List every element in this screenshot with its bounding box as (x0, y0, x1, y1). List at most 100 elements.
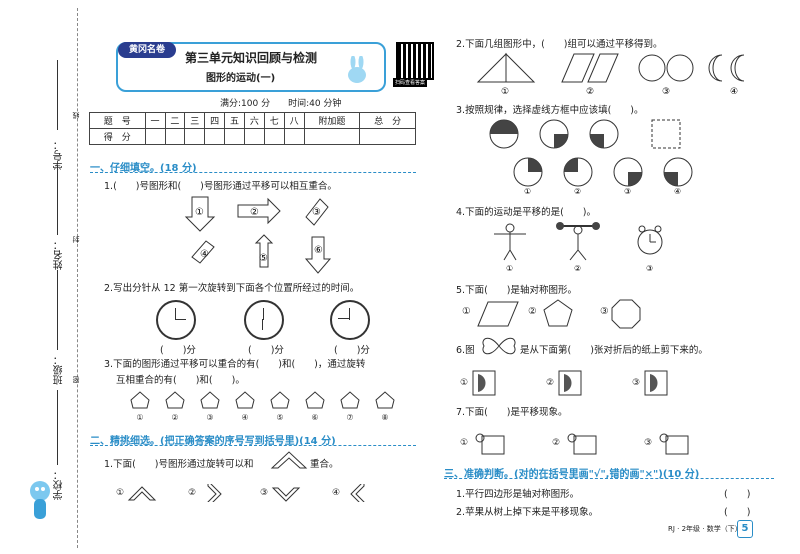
picture-option: ⑥ (303, 390, 327, 422)
section-1-title: 一、仔细填空。(18 分) (90, 163, 197, 174)
option-4: ④ (332, 484, 373, 502)
paper-label: ③ (632, 378, 641, 388)
picture-label: ① (136, 413, 144, 422)
picture-option: ① (128, 390, 152, 422)
score-header-cell: 五 (224, 112, 245, 129)
option-1: ① (116, 484, 157, 502)
score-cell[interactable] (144, 128, 166, 145)
option-label: ① (116, 488, 125, 498)
class-label: 班级： (54, 355, 65, 385)
pie-label-2: ② (574, 187, 581, 194)
score-cell[interactable] (164, 128, 186, 145)
picture-label: ② (171, 413, 179, 422)
judge-1-answer[interactable]: ( ) (724, 489, 751, 500)
translation-label: ① (460, 438, 469, 448)
score-cell[interactable] (244, 128, 265, 145)
shape-label-2: ② (250, 207, 259, 218)
pair-label-2: ② (586, 87, 594, 94)
score-row-label: 得 分 (89, 128, 146, 145)
pair-label-3: ③ (662, 87, 670, 94)
name-line (57, 165, 58, 235)
score-header-cell: 总 分 (359, 112, 416, 129)
picture-label: ⑥ (311, 413, 319, 422)
motion-label-2: ② (574, 264, 581, 272)
question-10: 7.下面( )是平移现象。 (456, 407, 568, 418)
folded-paper-icon (558, 370, 582, 396)
score-header-row: 题 号一二三四五六七八附加题总 分 (89, 112, 416, 129)
judge-2-answer[interactable]: ( ) (724, 507, 751, 518)
question-7: 4.下面的运动是平移的是( )。 (456, 207, 596, 218)
question-9-start: 6.图 (456, 345, 475, 356)
question-1: 1.( )号图形和( )号图形通过平移可以相互重合。 (104, 181, 337, 192)
option-3: ③ (260, 484, 301, 502)
picture-option: ⑤ (268, 390, 292, 422)
house-shape-icon (127, 486, 157, 501)
picture-option: ④ (233, 390, 257, 422)
seal-marker: 封 (72, 236, 80, 243)
score-header-cell: 六 (244, 112, 265, 129)
pie-pattern-figure: ① ② ③ ④ (489, 119, 693, 194)
shape-label-4: ④ (200, 249, 209, 260)
page-title: 第三单元知识回顾与检测 (185, 51, 318, 65)
rabbit-icon (340, 391, 360, 409)
folded-paper-icon (472, 370, 496, 396)
student-no-label: 学号： (54, 140, 65, 170)
picture-option: ⑧ (373, 390, 397, 422)
score-cell[interactable] (263, 128, 285, 145)
question-8: 5.下面( )是轴对称图形。 (456, 285, 577, 296)
pie-label-3: ③ (624, 187, 631, 194)
title-box (116, 42, 386, 92)
clock-3-answer[interactable]: ( )分 (334, 345, 370, 356)
score-header-cell: 八 (283, 112, 305, 129)
shape-label-parallelogram: ① (462, 306, 471, 317)
butterfly-icon (482, 337, 516, 355)
section-2-title: 二、精挑细选。(把正确答案的序号写到括号里)(14 分) (90, 436, 336, 447)
page-number: 5 (737, 520, 753, 538)
translation-option-2: ② (552, 428, 604, 458)
question-4-tail: 重合。 (310, 459, 339, 470)
picture-label: ⑤ (276, 413, 284, 422)
paper-option-2: ② (546, 370, 582, 396)
score-cell[interactable] (184, 128, 206, 145)
question-2: 2.写出分针从 12 第一次旋转到下面各个位置所经过的时间。 (104, 283, 360, 294)
picture-label: ⑧ (381, 413, 389, 422)
score-header-cell: 七 (263, 112, 285, 129)
paper-option-3: ③ (632, 370, 668, 396)
rabbit-mascot-icon (348, 56, 366, 83)
fish-icon (235, 391, 255, 409)
motion-label-1: ① (506, 264, 513, 272)
folded-paper-icon (644, 370, 668, 396)
score-cell[interactable] (224, 128, 245, 145)
section-divider (90, 445, 416, 446)
paper-label: ② (546, 378, 555, 388)
clock-2 (244, 300, 284, 340)
picture-option: ⑦ (338, 390, 362, 422)
pie-label-4: ④ (674, 187, 681, 194)
question-9-rest: 是从下面第( )张对折后的纸上剪下来的。 (520, 345, 708, 356)
shape-label-3: ③ (312, 207, 321, 218)
score-cell[interactable] (283, 128, 305, 145)
judge-1: 1.平行四边形是轴对称图形。 (456, 489, 580, 500)
clock-2-answer[interactable]: ( )分 (248, 345, 284, 356)
pair-label-4: ④ (730, 87, 738, 94)
qr-code[interactable] (396, 42, 434, 80)
picture-label: ⑦ (346, 413, 354, 422)
motion-pictures-figure: ① ② ③ (494, 222, 663, 272)
score-header-cell: 题 号 (89, 112, 146, 129)
score-cell[interactable] (359, 128, 416, 145)
name-label: 姓名： (54, 240, 65, 270)
score-cell[interactable] (303, 128, 361, 145)
clock-3 (330, 300, 370, 340)
binding-margin: 学号： 姓名： 班级： 学校： 线 封 密 (0, 0, 82, 554)
house-icon (270, 391, 290, 409)
motion-label-3: ③ (646, 264, 653, 272)
paper-label: ① (460, 378, 469, 388)
shape-label-6: ⑥ (314, 245, 323, 256)
house-icon (130, 391, 150, 409)
score-cell[interactable] (204, 128, 226, 145)
clock-1-answer[interactable]: ( )分 (160, 345, 196, 356)
question-4: 1.下面( )号图形通过旋转可以和 (104, 459, 254, 470)
